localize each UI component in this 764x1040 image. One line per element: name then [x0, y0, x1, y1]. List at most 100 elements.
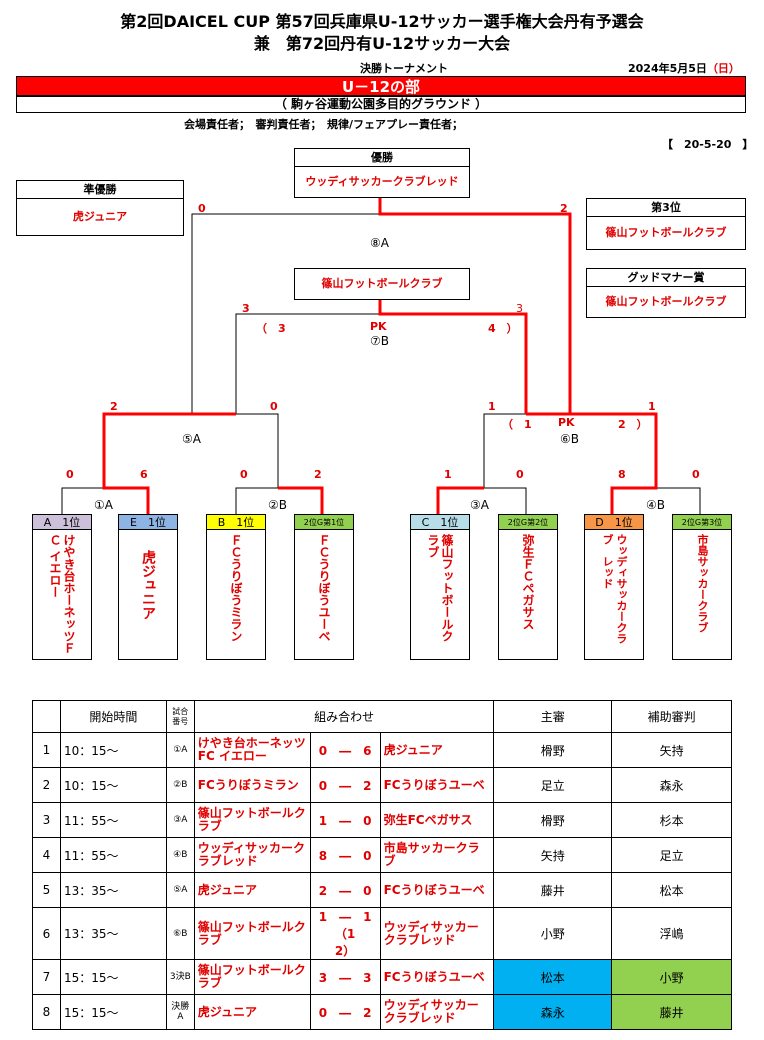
referee: 森永 — [493, 994, 613, 1030]
match-no: ①A — [165, 732, 195, 768]
score-dash: ― — [339, 910, 352, 924]
row-no: 4 — [32, 837, 61, 873]
team-name: けやき台ホーネッツＦＣ イエロー — [48, 534, 76, 654]
team-slot-1: A 1位 けやき台ホーネッツＦＣ イエロー — [32, 514, 92, 660]
assistant-referee: 足立 — [611, 837, 732, 873]
format: 【 20-5-20 】 — [662, 138, 754, 151]
third-place-team: 篠山フットボールクラブ — [321, 277, 443, 290]
home-team: けやき台ホーネッツFC イエロー — [193, 732, 311, 768]
start-time: 10：15～ — [59, 767, 167, 803]
home-team: 虎ジュニア — [193, 872, 311, 908]
match-no: ⑥B — [165, 907, 195, 960]
good-manner-label: グッドマナー賞 — [587, 269, 745, 287]
score: 0 ― 6 — [309, 732, 381, 768]
m1-left-score: 0 — [66, 468, 74, 481]
home-score: 0 — [318, 778, 328, 793]
team-seed: D 1位 — [585, 515, 643, 530]
referee: 松本 — [493, 959, 613, 995]
score-dash: ― — [339, 743, 352, 758]
home-score: 0 — [318, 1005, 328, 1020]
away-team: ウッディサッカークラブレッド — [379, 994, 495, 1030]
score-dash: ― — [339, 970, 352, 985]
final-left-score: 0 — [198, 202, 206, 215]
runner-up-label: 準優勝 — [17, 181, 183, 199]
third-box: 第3位 篠山フットボールクラブ — [586, 198, 746, 250]
assistant-referee: 藤井 — [611, 994, 732, 1030]
title-line2: 兼 第72回丹有U-12サッカー大会 — [253, 34, 511, 53]
referee: 榾野 — [493, 802, 613, 838]
team-slot-7: D 1位 ウッディサッカークラブ レッド — [584, 514, 644, 660]
home-score: 8 — [318, 848, 328, 863]
start-time: 10：15～ — [59, 732, 167, 768]
row-no: 8 — [32, 994, 61, 1030]
m5-right-score: 0 — [270, 400, 278, 413]
start-time: 15：15～ — [59, 994, 167, 1030]
champion-label: 優勝 — [295, 149, 469, 167]
away-score: 0 — [363, 883, 372, 898]
score-dash: ― — [339, 883, 352, 898]
m2-right-score: 2 — [314, 468, 322, 481]
title-line1: 第2回DAICEL CUP 第57回兵庫県U-12サッカー選手権大会丹有予選会 — [120, 12, 644, 31]
row-no: 1 — [32, 732, 61, 768]
team-slot-5: C 1位 篠山フットボールクラブ — [410, 514, 470, 660]
good-manner-team: 篠山フットボールクラブ — [605, 295, 727, 308]
m7-label: ⑦B — [370, 334, 389, 348]
score: 0 ― 2 — [309, 767, 381, 803]
third-label: 第3位 — [587, 199, 745, 217]
team-seed: 2位G第1位 — [295, 515, 353, 530]
row-no: 5 — [32, 872, 61, 908]
team-slot-3: B 1位 ＦＣうりぼうミラン — [206, 514, 266, 660]
away-score: 0 — [363, 813, 372, 828]
bracket-lines — [61, 198, 701, 514]
away-score: 2 — [363, 778, 372, 793]
date: 2024年5月5日（日） — [628, 60, 740, 76]
m5-label: ⑤A — [182, 432, 201, 446]
m4-label: ④B — [646, 498, 665, 512]
m2-label: ②B — [268, 498, 287, 512]
team-name: ＦＣうりぼうミラン — [229, 534, 243, 642]
header-referee: 主審 — [493, 700, 613, 733]
assistant-referee: 浮嶋 — [611, 907, 732, 960]
away-pk: 2） — [334, 944, 356, 958]
score-dash: ― — [339, 778, 352, 793]
referee: 小野 — [493, 907, 613, 960]
team-name: 虎ジュニア — [140, 550, 156, 620]
row-no: 2 — [32, 767, 61, 803]
m4-right-score: 0 — [692, 468, 700, 481]
weekday-text: （日） — [706, 62, 740, 75]
third-place-match-box: 篠山フットボールクラブ — [294, 268, 470, 300]
venue: （ 駒ヶ谷運動公園多目的グラウンド ） — [16, 96, 746, 113]
m2-left-score: 0 — [240, 468, 248, 481]
score: 3 ― 3 — [309, 959, 381, 995]
referee: 足立 — [493, 767, 613, 803]
start-time: 13：35～ — [59, 872, 167, 908]
match-no: ⑤A — [165, 872, 195, 908]
home-score: 1 — [318, 910, 328, 924]
m7-pk-right: 4 ） — [488, 322, 518, 335]
m1-label: ①A — [94, 498, 113, 512]
m6-label: ⑥B — [560, 432, 579, 446]
away-team: FCうりぼうユーベ — [379, 872, 495, 908]
assistant-referee: 松本 — [611, 872, 732, 908]
team-seed: A 1位 — [33, 515, 91, 530]
good-manner-box: グッドマナー賞 篠山フットボールクラブ — [586, 268, 746, 318]
team-slot-8: 2位G第3位 市島サッカークラブ — [672, 514, 732, 660]
home-team: ウッディサッカークラブレッド — [193, 837, 311, 873]
home-score: 0 — [318, 743, 328, 758]
runner-up-box: 準優勝 虎ジュニア — [16, 180, 184, 236]
m7-pk: PK — [370, 320, 387, 333]
score-dash: ― — [339, 848, 352, 863]
home-score: 1 — [318, 813, 328, 828]
home-team: FCうりぼうミラン — [193, 767, 311, 803]
referee: 矢持 — [493, 837, 613, 873]
start-time: 13：35～ — [59, 907, 167, 960]
m6-pk-left: （ 1 — [502, 418, 532, 431]
score: 0 ― 2 — [309, 994, 381, 1030]
officials: 会場責任者； 審判責任者； 規律/フェアプレー責任者； — [184, 118, 464, 131]
